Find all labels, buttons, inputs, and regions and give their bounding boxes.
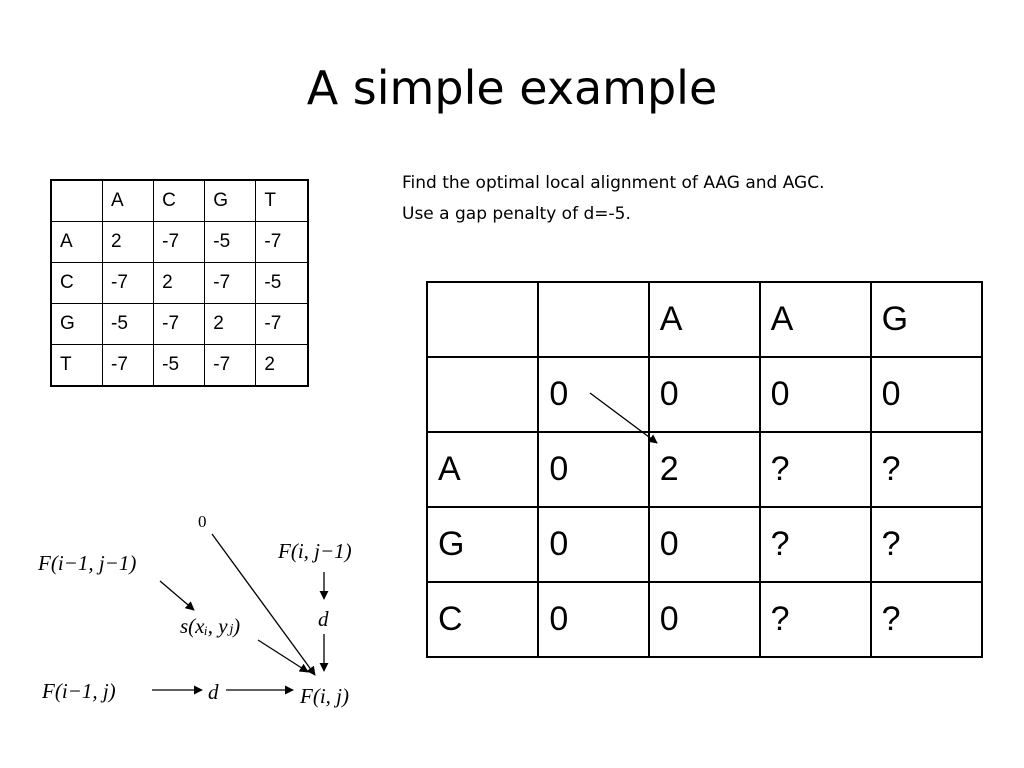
zero-term: 0 xyxy=(198,512,207,531)
dp-header-cell xyxy=(537,281,650,358)
dp-cell: 0 xyxy=(537,431,650,508)
slide-title: A simple example xyxy=(306,61,718,115)
score-to-target-arrow xyxy=(257,639,309,673)
dp-cell: ? xyxy=(758,506,872,583)
dp-row-label xyxy=(425,356,540,433)
scoring-matrix: A C G T A 2 -7 -5 -7 C -7 2 -7 -5 G -5 -… xyxy=(50,179,309,387)
dp-row: A 0 2 ? ? xyxy=(425,431,984,508)
scoring-row-label: T xyxy=(50,344,103,387)
instructions: Find the optimal local alignment of AAG … xyxy=(402,168,825,230)
scoring-cell: 2 xyxy=(255,344,309,387)
scoring-cell: 2 xyxy=(153,262,206,304)
target-term: F(i, j) xyxy=(299,684,349,708)
gap-left-term: d xyxy=(208,680,219,704)
dp-cell: 0 xyxy=(758,356,872,433)
dp-header-cell: A xyxy=(647,281,761,358)
scoring-cell: -7 xyxy=(255,303,309,345)
scoring-cell: 2 xyxy=(204,303,257,345)
dp-cell: 0 xyxy=(869,356,984,433)
gap-up-term: d xyxy=(318,607,329,631)
dp-row: C 0 0 ? ? xyxy=(425,581,984,658)
scoring-cell: -7 xyxy=(101,344,155,387)
score-term: s(xᵢ, yⱼ) xyxy=(180,614,240,638)
scoring-cell: -5 xyxy=(255,262,309,304)
left-source-term: F(i−1, j) xyxy=(41,679,116,703)
scoring-cell: -7 xyxy=(255,221,309,263)
scoring-row-label: A xyxy=(50,221,103,263)
dp-cell: ? xyxy=(869,581,984,658)
dp-matrix: A A G 0 0 0 0 A 0 2 ? ? G 0 0 ? ? C 0 0 … xyxy=(425,281,984,658)
scoring-cell: 2 xyxy=(101,221,155,263)
dp-cell: ? xyxy=(869,431,984,508)
scoring-header-cell: G xyxy=(204,179,257,222)
scoring-header-row: A C G T xyxy=(50,179,309,222)
dp-cell: ? xyxy=(758,581,872,658)
zero-to-target-arrow xyxy=(211,533,316,676)
scoring-row: C -7 2 -7 -5 xyxy=(50,262,309,304)
up-source-term: F(i, j−1) xyxy=(277,539,352,563)
dp-header-row: A A G xyxy=(425,281,984,358)
diag-source-term: F(i−1, j−1) xyxy=(37,551,136,575)
dp-cell: 0 xyxy=(647,506,761,583)
dp-cell: 0 xyxy=(647,581,761,658)
instruction-line-1: Find the optimal local alignment of AAG … xyxy=(402,173,825,193)
dp-header-cell: A xyxy=(758,281,872,358)
dp-cell: 0 xyxy=(647,356,761,433)
dp-row: 0 0 0 0 xyxy=(425,356,984,433)
dp-row-label: G xyxy=(425,506,540,583)
dp-row: G 0 0 ? ? xyxy=(425,506,984,583)
dp-row-label: A xyxy=(425,431,540,508)
scoring-row: A 2 -7 -5 -7 xyxy=(50,221,309,263)
dp-cell: 0 xyxy=(537,356,650,433)
scoring-row-label: G xyxy=(50,303,103,345)
dp-row-label: C xyxy=(425,581,540,658)
scoring-cell: -7 xyxy=(204,344,257,387)
dp-cell: 0 xyxy=(537,581,650,658)
scoring-cell: -5 xyxy=(101,303,155,345)
dp-cell: ? xyxy=(869,506,984,583)
diag-to-score-arrow xyxy=(159,580,195,611)
scoring-cell: -7 xyxy=(204,262,257,304)
instruction-line-2: Use a gap penalty of d=-5. xyxy=(402,204,631,224)
dp-cell: ? xyxy=(758,431,872,508)
scoring-row: G -5 -7 2 -7 xyxy=(50,303,309,345)
scoring-cell: -5 xyxy=(153,344,206,387)
dp-cell: 2 xyxy=(647,431,761,508)
dp-header-cell: G xyxy=(869,281,984,358)
scoring-header-cell: C xyxy=(153,179,206,222)
dp-corner-cell xyxy=(425,281,540,358)
scoring-row: T -7 -5 -7 2 xyxy=(50,344,309,387)
dp-traceback-arrow xyxy=(589,392,658,444)
scoring-header-cell: T xyxy=(255,179,309,222)
dp-cell: 0 xyxy=(537,506,650,583)
